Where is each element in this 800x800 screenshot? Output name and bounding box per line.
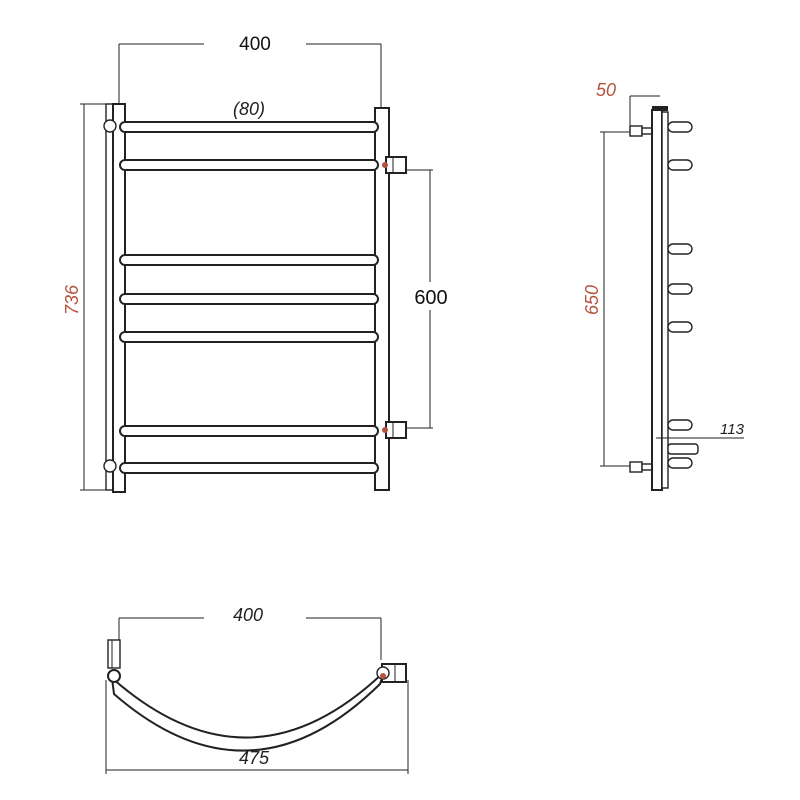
rung: [119, 462, 379, 474]
upper-wall-bracket-icon: [629, 125, 655, 137]
bar-spacing-dim-label: (80): [233, 99, 265, 119]
top-view: 400 475: [105, 605, 409, 774]
connection-dim-label: 600: [414, 287, 447, 309]
bottom-connector-icon: [382, 421, 407, 439]
front-view: 400 (80) 736: [62, 34, 454, 493]
top-view-connector-icon: [376, 663, 407, 683]
front-height-dim-label: 736: [62, 284, 82, 315]
top-connector-icon: [382, 156, 407, 174]
side-view: 50 650 113: [582, 80, 745, 491]
front-width-dim-label: 400: [239, 34, 271, 55]
top-inner-width-dim-label: 400: [233, 605, 263, 625]
side-height-dim-label: 650: [582, 285, 602, 315]
rung: [119, 331, 379, 343]
side-depth-dim-label: 113: [720, 421, 745, 438]
rung: [119, 254, 379, 266]
rung: [119, 425, 379, 437]
top-outer-width-dim-label: 475: [239, 748, 270, 768]
rung: [119, 121, 379, 133]
rung: [119, 293, 379, 305]
rung: [119, 159, 379, 171]
side-offset-dim-label: 50: [596, 80, 616, 100]
lower-wall-bracket-icon: [629, 461, 655, 473]
